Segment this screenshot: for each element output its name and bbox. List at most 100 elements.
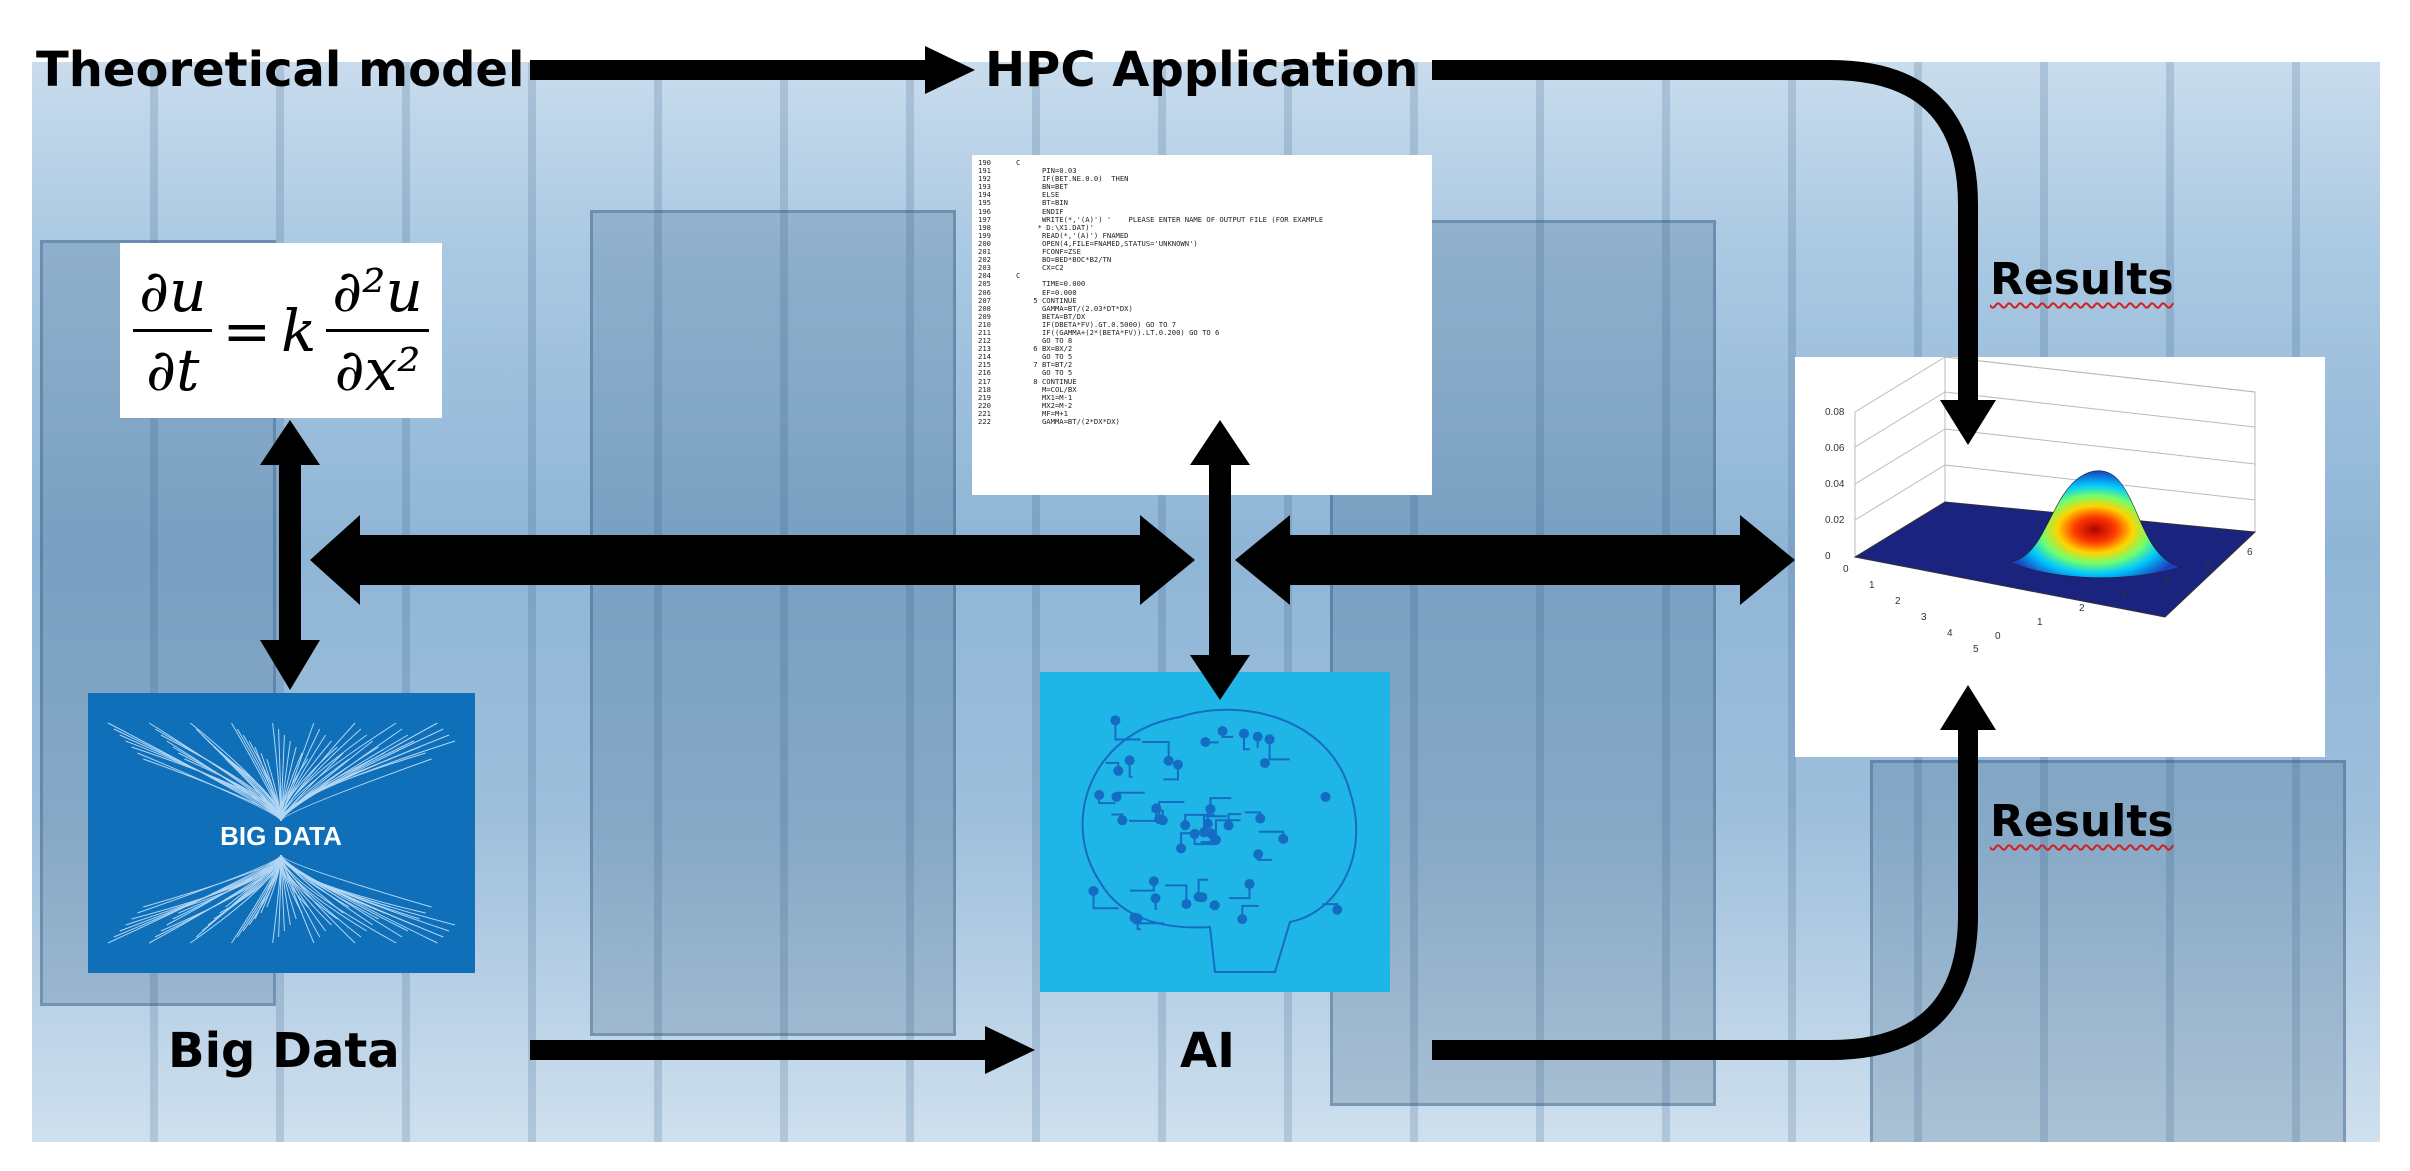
circuit-node [1320,791,1331,802]
circuit-node [1129,912,1140,923]
circuit-node [1198,827,1209,838]
coefficient: k [281,296,317,365]
circuit-trace [1142,741,1170,761]
lhs-fraction: ∂u ∂t [133,257,213,404]
big-data-image-text: BIG DATA [220,821,342,851]
arrow-ai-to-results [1432,685,1996,1060]
rhs-denominator: ∂x² [334,336,421,404]
big-data-line [166,740,282,822]
circuit-trace [1202,815,1227,833]
circuit-trace [1214,819,1241,840]
big-data-label: Big Data [168,1023,400,1079]
code-text: C PIN=0.03 IF(BET.NE.0.0) THEN BN=BET EL… [1016,158,1324,426]
arrow-code-ai [1190,420,1250,700]
circuit-trace [1180,832,1207,849]
circuit-trace [1092,890,1119,910]
circuit-node [1124,755,1135,766]
circuit-node [1223,820,1234,831]
circuit-node [1113,765,1124,776]
big-data-image: BIG DATA [88,693,475,973]
z-tick-label: 0.02 [1825,515,1845,526]
arrow-bigdata-to-ai [530,1026,1035,1074]
big-data-graphic: BIG DATA [107,722,456,944]
circuit-trace [1268,739,1290,761]
heat-equation: ∂u ∂t = k ∂²u ∂x² [133,257,429,404]
server-rack [590,210,956,1036]
y-tick-label: 1 [1869,580,1875,591]
equation-panel: ∂u ∂t = k ∂²u ∂x² [120,243,442,418]
circuit-node [1200,736,1211,747]
results-label-bottom: Results [1990,796,2174,847]
surface-peak [2008,470,2182,578]
big-data-line [166,854,282,926]
circuit-trace [1114,720,1141,741]
x-tick-label: 0 [1995,631,2001,642]
circuit-node [1244,878,1255,889]
big-data-line [280,854,432,908]
ai-brain-image [1040,672,1390,992]
ai-brain-graphic [1081,708,1358,973]
rhs-numerator: ∂²u [326,257,429,332]
arrow-horizontal-left [310,515,1195,605]
circuit-trace [1205,806,1209,824]
circuit-node [1150,893,1161,904]
rhs-fraction: ∂²u ∂x² [326,257,429,404]
z-tick-label: 0 [1825,551,1831,562]
lhs-numerator: ∂u [133,257,213,332]
circuit-node [1157,815,1168,826]
big-data-line [280,740,456,822]
x-tick-label: 6 [2247,547,2253,558]
circuit-node [1088,885,1099,896]
lhs-denominator: ∂t [146,336,200,404]
circuit-node [1209,900,1220,911]
results-label-top: Results [1990,254,2174,305]
theoretical-model-label: Theoretical model [36,42,525,98]
circuit-node [1148,876,1159,887]
circuit-node [1117,815,1128,826]
circuit-node [1210,834,1221,845]
y-tick-label: 3 [1921,612,1927,623]
z-tick-label: 0.08 [1825,407,1845,418]
circuit-trace [1164,884,1188,905]
right-margin [2380,62,2410,1142]
x-tick-label: 4 [2163,575,2169,586]
circuit-node [1094,789,1105,800]
x-tick-label: 2 [2079,603,2085,614]
big-data-line [137,752,282,822]
circuit-node [1172,759,1183,770]
circuit-node [1110,715,1121,726]
circuit-node [1332,904,1343,915]
arrow-theory-to-hpc [530,46,975,94]
circuit-node [1176,843,1187,854]
y-tick-label: 4 [1947,628,1953,639]
circuit-node [1253,849,1264,860]
circuit-node [1238,728,1249,739]
bottom-margin [0,1142,2410,1171]
z-tick-label: 0.06 [1825,443,1845,454]
x-tick-label: 3 [2121,589,2127,600]
y-tick-label: 5 [1973,644,1979,655]
big-data-line [280,854,456,926]
circuit-node [1181,899,1192,910]
circuit-node [1111,791,1122,802]
code-line-numbers: 190 191 192 193 194 195 196 197 198 199 … [978,158,991,426]
x-tick-label: 1 [2037,617,2043,628]
y-tick-label: 2 [1895,596,1901,607]
z-tick-label: 0.04 [1825,479,1845,490]
arrow-horizontal-right [1235,515,1795,605]
circuit-trace [1197,878,1209,897]
hpc-application-label: HPC Application [985,42,1419,98]
circuit-node [1193,891,1204,902]
circuit-node [1264,734,1275,745]
circuit-node [1163,755,1174,766]
circuit-node [1255,813,1266,824]
circuit-node [1259,758,1270,769]
circuit-node [1180,820,1191,831]
code-listing-panel: 190 191 192 193 194 195 196 197 198 199 … [972,155,1432,495]
big-data-line [137,854,282,914]
server-rack [1870,760,2346,1146]
